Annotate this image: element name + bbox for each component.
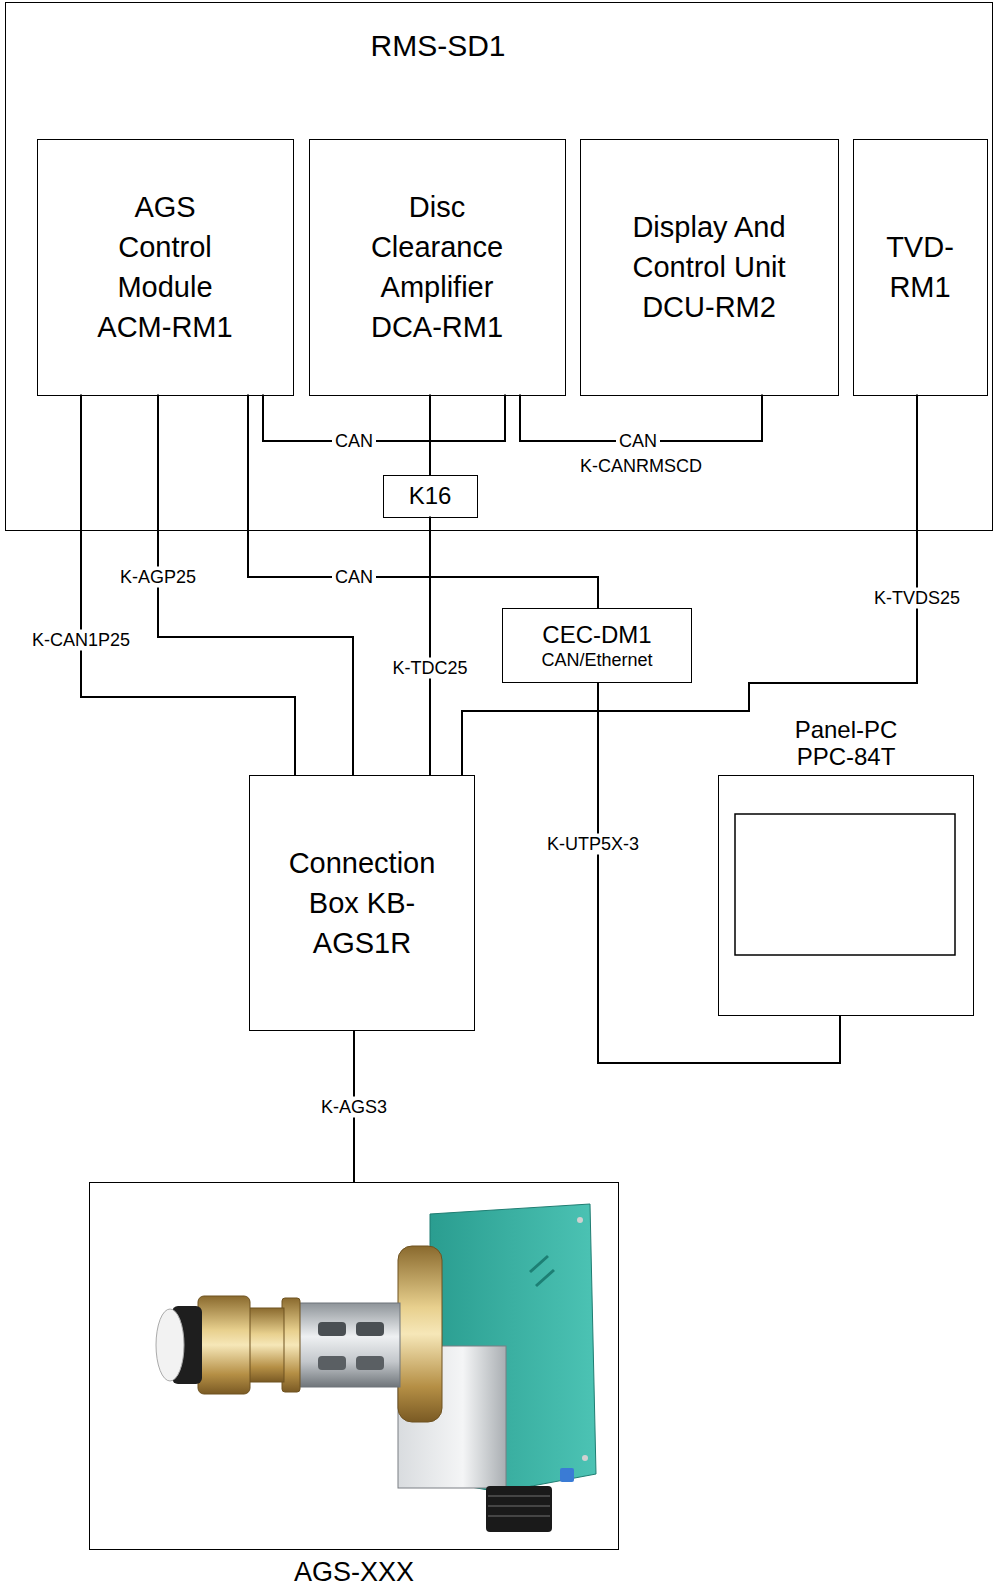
rack-title: RMS-SD1 xyxy=(288,30,588,62)
cable-label: CAN xyxy=(332,431,376,452)
cable-label: CAN xyxy=(616,431,660,452)
cable-line xyxy=(429,395,431,476)
module-box: TVD- RM1 xyxy=(853,139,988,396)
sensor-frame: AGS-XXX xyxy=(89,1182,619,1550)
module-label: Disc Clearance Amplifier DCA-RM1 xyxy=(360,187,515,347)
cable-line xyxy=(81,395,295,777)
cable-label-holder: K-AGP25 xyxy=(117,567,199,588)
cable-name: K-CANRMSCD xyxy=(577,456,705,477)
cable-line xyxy=(462,395,917,777)
cable-label: K-TVDS25 xyxy=(871,588,963,609)
cable-label-holder: K-TDC25 xyxy=(389,658,470,679)
cable-label: K-CAN1P25 xyxy=(29,630,133,651)
cable-label-holder: CAN xyxy=(332,431,376,452)
cable-label: CAN xyxy=(332,567,376,588)
cable-label-holder: K-AGS3 xyxy=(318,1097,390,1118)
module-label: AGS Control Module ACM-RM1 xyxy=(90,187,240,347)
module-box: Disc Clearance Amplifier DCA-RM1 xyxy=(309,139,566,396)
module-box: Display And Control Unit DCU-RM2 xyxy=(580,139,839,396)
connection-box-label: Connection Box KB-AGS1R xyxy=(275,843,450,963)
sensor-picture xyxy=(156,1204,596,1532)
module-label: Display And Control Unit DCU-RM2 xyxy=(618,207,800,327)
rack-housing: RMS-SD1AGS Control Module ACM-RM1 Disc Cl… xyxy=(5,2,993,531)
sensor-label: AGS-XXX xyxy=(204,1557,504,1587)
terminal-box: K16 xyxy=(383,475,478,518)
cable-line xyxy=(263,395,505,442)
cable-name-holder: K-CANRMSCD xyxy=(577,456,705,477)
screen-outline xyxy=(735,814,955,955)
panel-pc: Panel-PC PPC-84T xyxy=(718,775,974,1016)
cable-label: K-TDC25 xyxy=(389,658,470,679)
cable-label-holder: K-CAN1P25 xyxy=(29,630,133,651)
cable-label-holder: CAN xyxy=(332,567,376,588)
cable-label-holder: CAN xyxy=(616,431,660,452)
cable-line xyxy=(248,395,598,610)
cable-label: K-AGS3 xyxy=(318,1097,390,1118)
converter-label: CEC-DM1 xyxy=(510,621,685,649)
converter-box: CEC-DM1CAN/Ethernet xyxy=(502,608,692,683)
cable-label-holder: K-TVDS25 xyxy=(871,588,963,609)
module-label: TVD- RM1 xyxy=(863,227,978,307)
panel-pc-label: Panel-PC PPC-84T xyxy=(786,716,906,770)
cable-label: K-AGP25 xyxy=(117,567,199,588)
cable-line xyxy=(429,517,431,777)
converter-label: CAN/Ethernet xyxy=(510,649,685,671)
cable-label: K-UTP5X-3 xyxy=(544,834,642,855)
connection-box: Connection Box KB-AGS1R xyxy=(249,775,475,1031)
terminal-label: K16 xyxy=(390,482,470,510)
module-box: AGS Control Module ACM-RM1 xyxy=(37,139,294,396)
cable-label-holder: K-UTP5X-3 xyxy=(544,834,642,855)
